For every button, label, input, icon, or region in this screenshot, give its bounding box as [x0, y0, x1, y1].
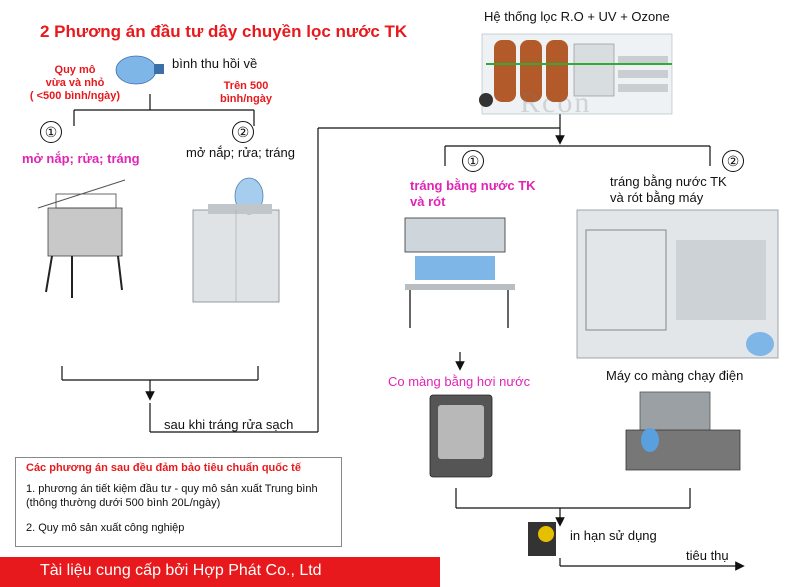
electric-shrink-tunnel-image — [625, 391, 741, 471]
water-bottle-image — [115, 55, 164, 85]
auto-filling-line-image — [576, 209, 779, 359]
bottle-wash-machine-image — [192, 177, 280, 303]
print-date-label: in hạn sử dụng — [570, 528, 657, 543]
electric-shrink-label: Máy co màng chạy điện — [606, 368, 744, 383]
large-scale-label: Trên 500 bình/ngày — [220, 80, 272, 105]
notes-item-2: 2. Quy mô sản xuất công nghiệp — [26, 522, 185, 534]
fill-option-1-number: ① — [462, 150, 484, 172]
consume-label: tiêu thụ — [686, 548, 729, 563]
ro-system-image — [479, 33, 673, 115]
fill-option-2-number: ② — [722, 150, 744, 172]
date-printer-image — [528, 522, 556, 556]
option-2-number: ② — [232, 121, 254, 143]
notes-title: Các phương án sau đều đảm bảo tiêu chuẩn… — [26, 462, 301, 474]
manual-wash-tank-image — [37, 179, 126, 298]
ro-system-label: Hệ thống lọc R.O + UV + Ozone — [484, 9, 670, 24]
footer-banner: Tài liệu cung cấp bởi Hợp Phát Co., Ltd — [0, 557, 440, 587]
brand-watermark: Rcon — [520, 86, 592, 119]
auto-fill-label: tráng bằng nước TK và rót bằng máy — [610, 174, 727, 205]
machine-wash-label: mở nắp; rửa; tráng — [186, 145, 295, 160]
small-scale-label: Quy mô vừa và nhỏ ( <500 bình/ngày) — [29, 64, 121, 102]
option-1-number: ① — [40, 121, 62, 143]
manual-wash-label: mở nắp; rửa; tráng — [22, 151, 140, 166]
page-title: 2 Phương án đầu tư dây chuyền lọc nước T… — [40, 22, 408, 41]
after-wash-label: sau khi tráng rửa sạch — [164, 417, 294, 432]
footer-text: Tài liệu cung cấp bởi Hợp Phát Co., Ltd — [40, 562, 322, 579]
returned-bottle-label: bình thu hồi về — [172, 56, 258, 71]
notes-box: Các phương án sau đều đảm bảo tiêu chuẩn… — [15, 457, 342, 547]
manual-fill-label: tráng bằng nước TK và rót — [410, 178, 536, 209]
steam-shrink-label: Co màng bằng hơi nước — [388, 374, 531, 389]
semi-auto-filler-image — [404, 217, 515, 328]
steam-shrink-machine-image — [429, 394, 493, 478]
notes-item-1: 1. phương án tiết kiệm đầu tư - quy mô s… — [26, 483, 318, 509]
